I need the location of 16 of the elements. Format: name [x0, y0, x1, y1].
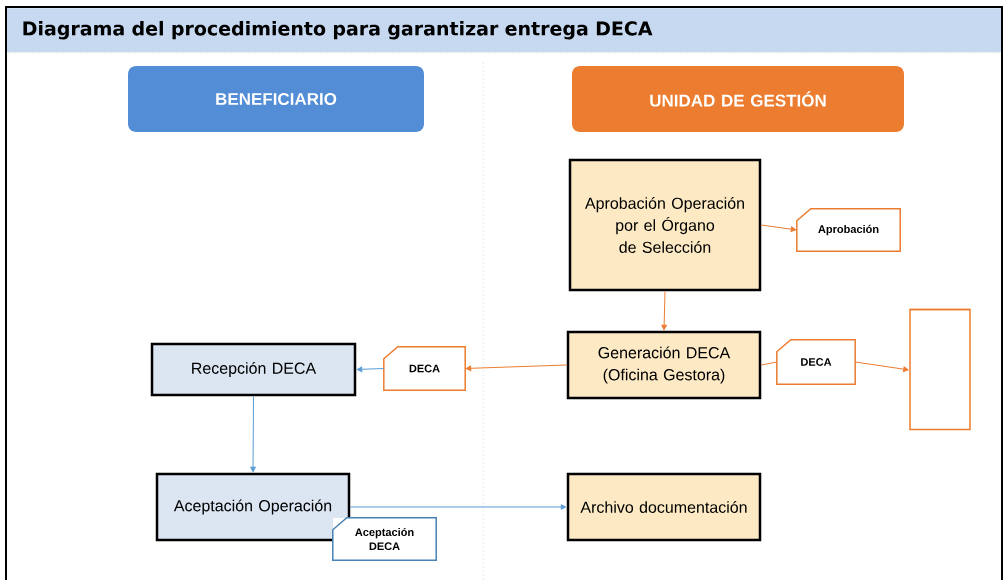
process-box: Recepción DECA [150, 342, 357, 397]
arrow [661, 290, 667, 331]
arrow [250, 395, 256, 473]
arrow [854, 361, 909, 372]
arrow [349, 504, 567, 510]
arrow [465, 364, 568, 372]
process-box: Generación DECA (Oficina Gestora) [566, 330, 762, 400]
arrow [356, 366, 385, 373]
database-cylinder [909, 308, 971, 431]
arrow [760, 224, 797, 232]
process-box: Aceptación Operación [155, 472, 351, 542]
process-box: Aprobación Operación por el Órgano de Selección [568, 158, 762, 292]
process-box: Archivo documentación [566, 472, 762, 542]
lane-header: UNIDAD DE GESTIÓN [572, 66, 904, 132]
lane-header: BENEFICIARIO [128, 66, 424, 132]
title-band: Diagrama del procedimiento para garantizar entrega DECA [6, 8, 1002, 53]
